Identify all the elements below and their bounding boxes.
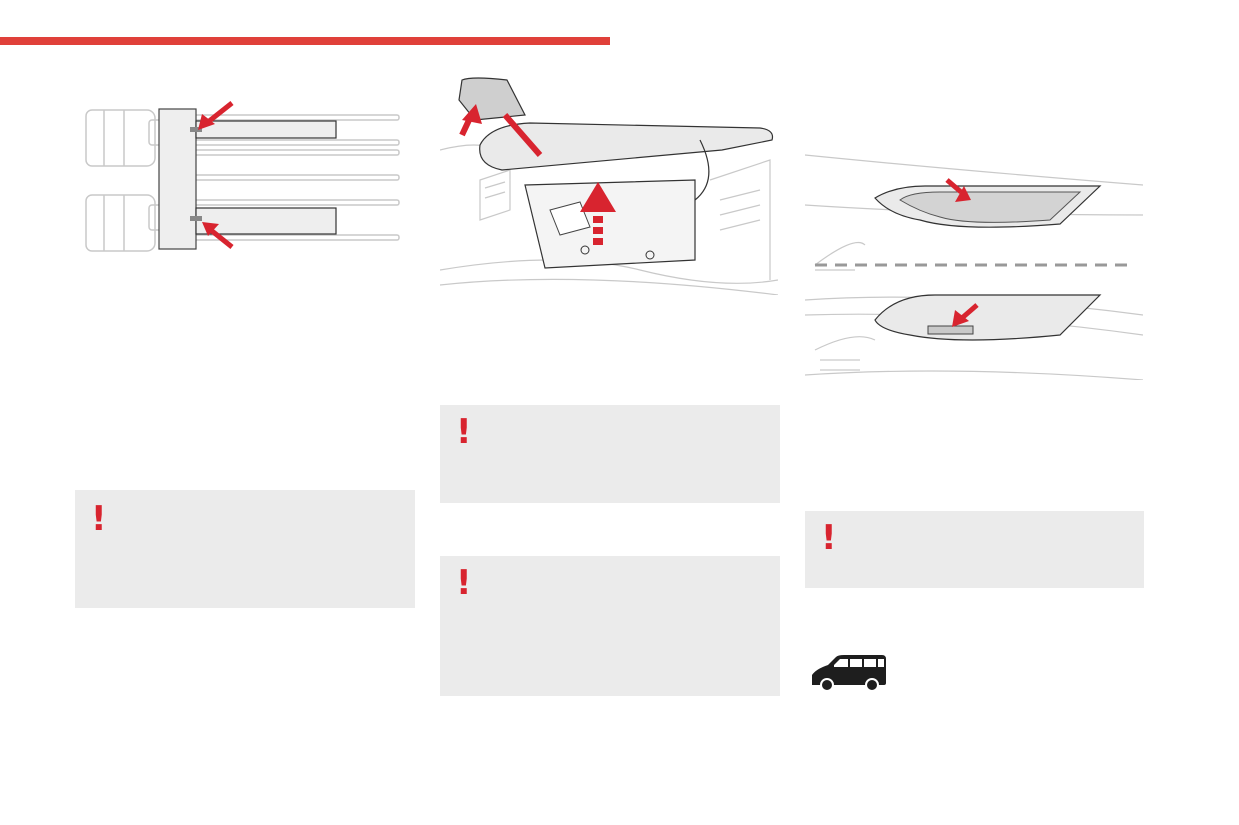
section-color-bar xyxy=(0,37,610,45)
warning-box: ! xyxy=(805,511,1144,588)
exclamation-icon: ! xyxy=(91,499,107,539)
seat-rails-illustration xyxy=(84,95,409,255)
dashboard-storage-illustration xyxy=(805,150,1143,380)
exclamation-icon: ! xyxy=(456,412,472,452)
warning-box: ! xyxy=(440,405,780,503)
van-icon xyxy=(810,655,888,693)
exclamation-icon: ! xyxy=(456,563,472,603)
glovebox-illustration xyxy=(440,70,778,295)
warning-box: ! xyxy=(75,490,415,608)
exclamation-icon: ! xyxy=(821,518,837,558)
warning-box: ! xyxy=(440,556,780,696)
